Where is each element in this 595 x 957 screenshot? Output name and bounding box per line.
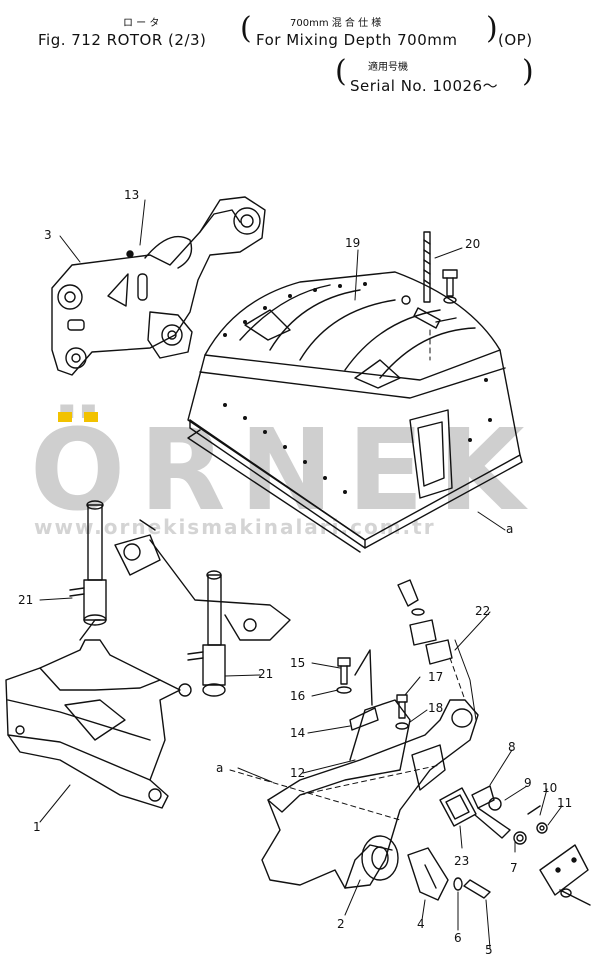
callout-6: 6 [454,931,462,945]
paren-right: ) [486,11,498,46]
callout-19: 19 [345,236,361,250]
figure-title: Fig. 712 ROTOR (2/3) [38,31,207,49]
option-label: (OP) [498,31,533,49]
part-4-wedge [407,847,449,901]
callout-18: 18 [428,701,444,715]
part-1-frame [5,619,192,809]
callout-11: 11 [557,796,573,810]
bolts-15-18 [336,657,409,730]
part-3-bracket [51,196,266,376]
callout-3: 3 [44,228,52,242]
callout-13: 13 [124,188,140,202]
callout-2: 2 [337,917,345,931]
part-19-rotor-cover [187,271,523,553]
title-jp: ロ ー タ [123,18,160,29]
callout-16: 16 [290,689,306,703]
serial-jp: 適用号機 [368,62,408,73]
watermark-url: www.ornekismakinalari.com.tr [34,515,436,539]
callout-4: 4 [417,917,425,931]
part-14-bracket [349,649,379,731]
spec-title: For Mixing Depth 700mm [256,31,458,49]
callout-20: 20 [465,237,481,251]
watermark-accent [58,412,98,422]
paren-left-2: ( [335,54,347,89]
callout-23: 23 [454,854,470,868]
callout-9: 9 [524,776,532,790]
callout-21-left: 21 [18,593,34,607]
hardware-8-11 [471,785,548,845]
callout-12: 12 [290,766,306,780]
callout-5: 5 [485,943,493,957]
part-21-cylinder-left [69,500,107,626]
callout-14: 14 [290,726,306,740]
callout-1: 1 [33,820,41,834]
callout-17: 17 [428,670,444,684]
dashed-assembly-lines [229,329,466,821]
callout-8: 8 [508,740,516,754]
callout-21-right: 21 [258,667,274,681]
leader-lines [39,199,563,949]
part-21-cylinder-right [187,570,226,697]
serial-number: Serial No. 10026～ [350,77,499,95]
callout-10: 10 [542,781,558,795]
part-7-plate [539,844,591,906]
callout-a-bottom: a [216,761,224,775]
callout-15: 15 [290,656,306,670]
callout-22: 22 [475,604,491,618]
part-23-link [439,787,477,827]
callout-a-top: a [506,522,514,536]
paren-right-2: ) [522,54,534,89]
paren-left: ( [240,11,252,46]
part-20-rod [401,231,458,329]
callout-7: 7 [510,861,518,875]
spec-jp: 700mm 混 合 仕 様 [290,18,382,29]
clevis-link [114,519,291,641]
part-5-bolt [453,877,491,899]
part-22-pad [397,579,453,665]
